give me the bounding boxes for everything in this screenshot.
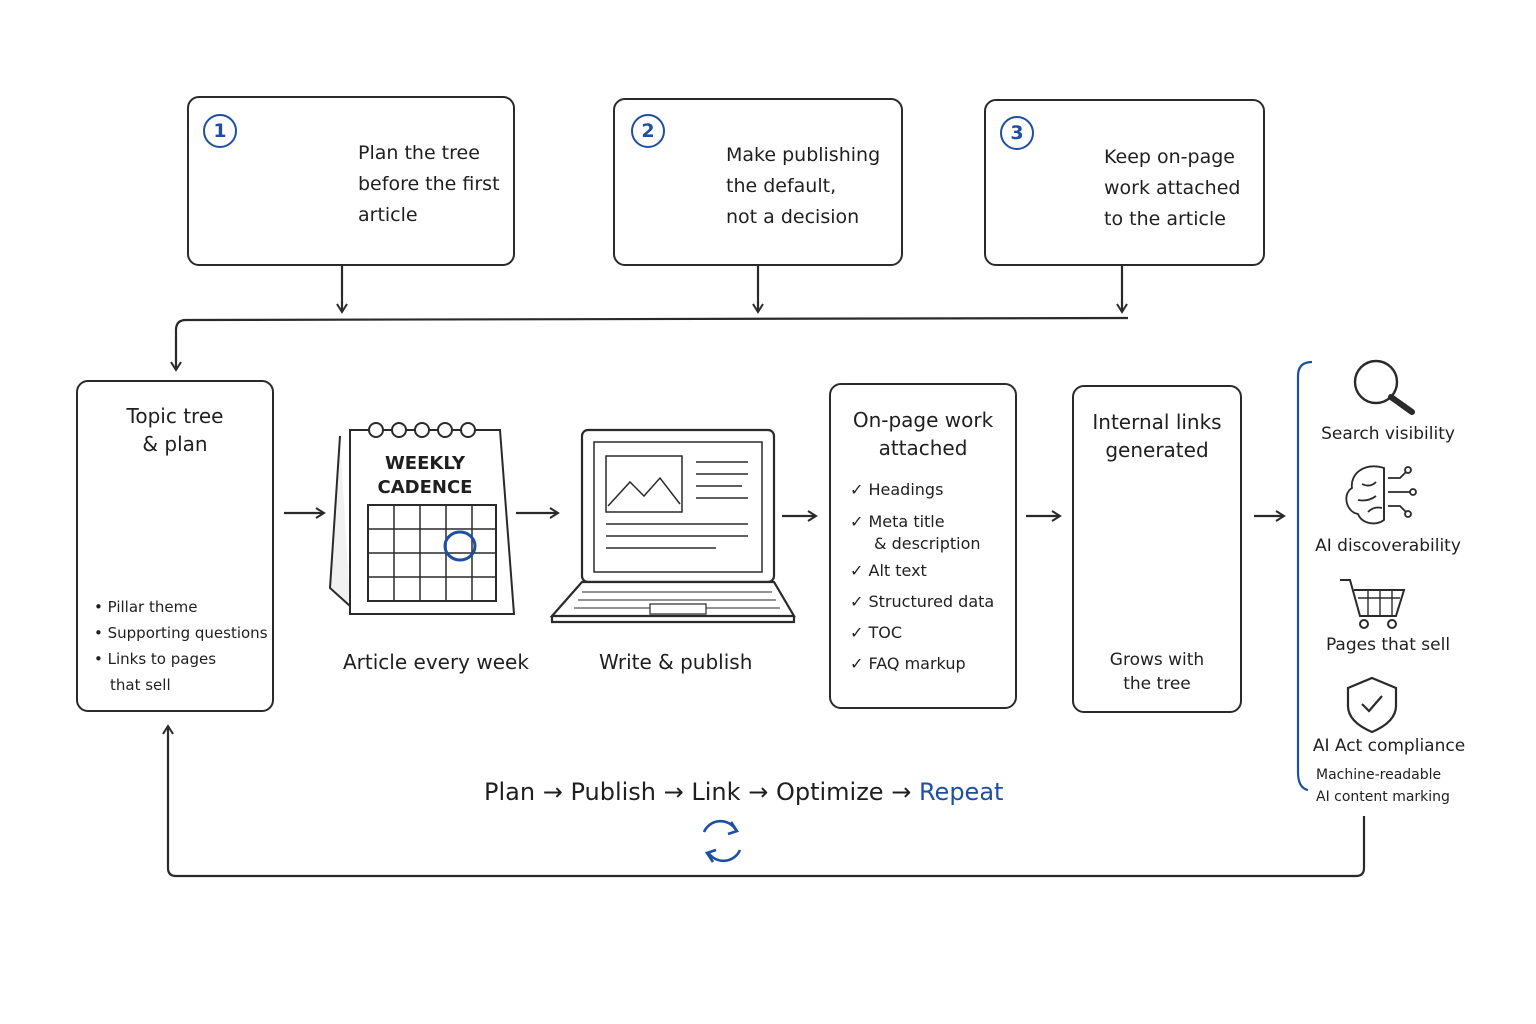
laptop-caption: Write & publish <box>599 650 753 674</box>
outcome-pages-that-sell: Pages that sell <box>1325 635 1451 655</box>
shield-check-icon <box>1346 676 1398 734</box>
internal-links-box <box>1072 385 1242 713</box>
topic-tree-box <box>76 380 274 712</box>
brain-circuit-icon <box>1345 465 1417 525</box>
calendar-icon <box>328 422 516 615</box>
outcome-search-visibility: Search visibility <box>1321 424 1455 444</box>
flow-arrows <box>284 507 1286 522</box>
magnifier-icon <box>1353 359 1415 415</box>
laptop-icon <box>549 428 796 624</box>
cycle-repeat-label: Repeat <box>918 778 1004 806</box>
top-connectors <box>170 266 1129 372</box>
cycle-sequence: Plan → Publish → Link → Optimize → Repea… <box>484 778 1004 806</box>
step-number-1: 1 <box>203 114 237 148</box>
repeat-cycle-icon <box>702 819 742 863</box>
outcome-ai-discoverability: AI discoverability <box>1315 536 1461 556</box>
outcome-ai-act-compliance: AI Act compliance <box>1312 736 1466 756</box>
step-box-1 <box>187 96 515 266</box>
shopping-cart-icon <box>1340 579 1406 629</box>
step-number-3: 3 <box>1000 116 1034 150</box>
topic-tree-title: Topic tree& plan <box>126 404 224 456</box>
outcomes-bracket <box>1296 360 1313 792</box>
onpage-checklist: ✓ Headings ✓ Meta title & description ✓ … <box>850 480 995 673</box>
calendar-caption: Article every week <box>343 650 529 674</box>
topic-tree-bullets: • Pillar theme • Supporting questions • … <box>94 598 268 694</box>
feedback-loop <box>162 724 1366 878</box>
onpage-box <box>829 383 1017 709</box>
step-number-2: 2 <box>631 114 665 148</box>
